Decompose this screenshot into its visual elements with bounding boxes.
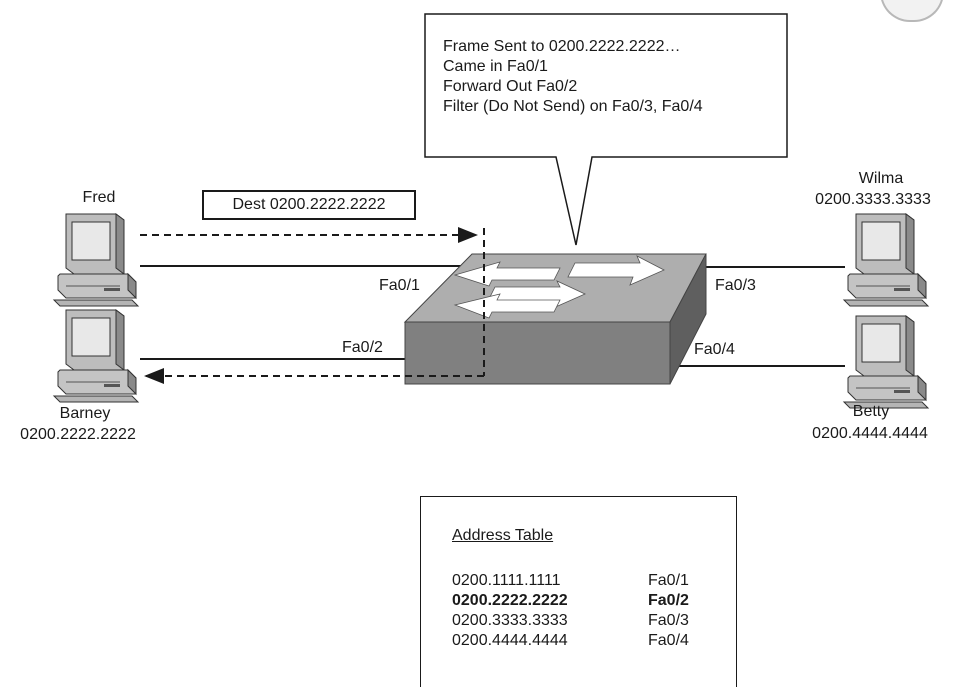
- port-label-fa0-3: Fa0/3: [715, 277, 756, 294]
- table-mac: 0200.1111.1111: [452, 572, 561, 589]
- port-label-fa0-2: Fa0/2: [342, 339, 383, 356]
- switch-arrow-icon: [453, 261, 561, 287]
- callout-line: Filter (Do Not Send) on Fa0/3, Fa0/4: [443, 98, 703, 115]
- port-label-fa0-1: Fa0/1: [379, 277, 420, 294]
- table-mac: 0200.4444.4444: [452, 632, 568, 649]
- host-name-barney: Barney: [59, 405, 111, 422]
- pc-wilma-icon: [843, 213, 929, 307]
- callout-box: [424, 13, 788, 246]
- frame-dest-label: Dest 0200.2222.2222: [202, 190, 416, 220]
- table-mac: 0200.3333.3333: [452, 612, 568, 629]
- host-mac-betty: 0200.4444.4444: [812, 425, 928, 442]
- table-port: Fa0/4: [648, 632, 689, 649]
- host-name-fred: Fred: [82, 189, 116, 206]
- table-mac: 0200.2222.2222: [452, 592, 568, 609]
- host-mac-barney: 0200.2222.2222: [20, 426, 136, 443]
- pc-barney-icon: [53, 309, 139, 403]
- table-row: 0200.4444.4444 Fa0/4: [452, 631, 689, 651]
- switch-side-face: [669, 253, 707, 385]
- table-row: 0200.1111.1111 Fa0/1: [452, 571, 689, 591]
- address-table-title: Address Table: [452, 527, 554, 544]
- host-name-betty: Betty: [852, 403, 890, 420]
- switch: [403, 253, 707, 385]
- pc-betty-icon: [843, 315, 929, 409]
- host-mac-wilma: 0200.3333.3333: [815, 191, 931, 208]
- table-port: Fa0/2: [648, 592, 689, 609]
- table-port: Fa0/3: [648, 612, 689, 629]
- switch-arrow-icon: [567, 255, 665, 286]
- switch-front-face: [404, 321, 671, 385]
- table-row: 0200.3333.3333 Fa0/3: [452, 611, 689, 631]
- table-port: Fa0/1: [648, 572, 689, 589]
- pc-fred-icon: [53, 213, 139, 307]
- host-name-wilma: Wilma: [858, 170, 904, 187]
- callout-line: Came in Fa0/1: [443, 58, 548, 75]
- address-table-rows: 0200.1111.1111 Fa0/1 0200.2222.2222 Fa0/…: [452, 571, 689, 651]
- callout-line: Frame Sent to 0200.2222.2222…: [443, 38, 681, 55]
- address-table: Address Table 0200.1111.1111 Fa0/1 0200.…: [420, 496, 737, 687]
- callout-line: Forward Out Fa0/2: [443, 78, 578, 95]
- port-label-fa0-4: Fa0/4: [694, 341, 735, 358]
- table-row: 0200.2222.2222 Fa0/2: [452, 591, 689, 611]
- callout-text: Frame Sent to 0200.2222.2222… Came in Fa…: [443, 37, 703, 117]
- switch-arrow-icon: [453, 293, 561, 319]
